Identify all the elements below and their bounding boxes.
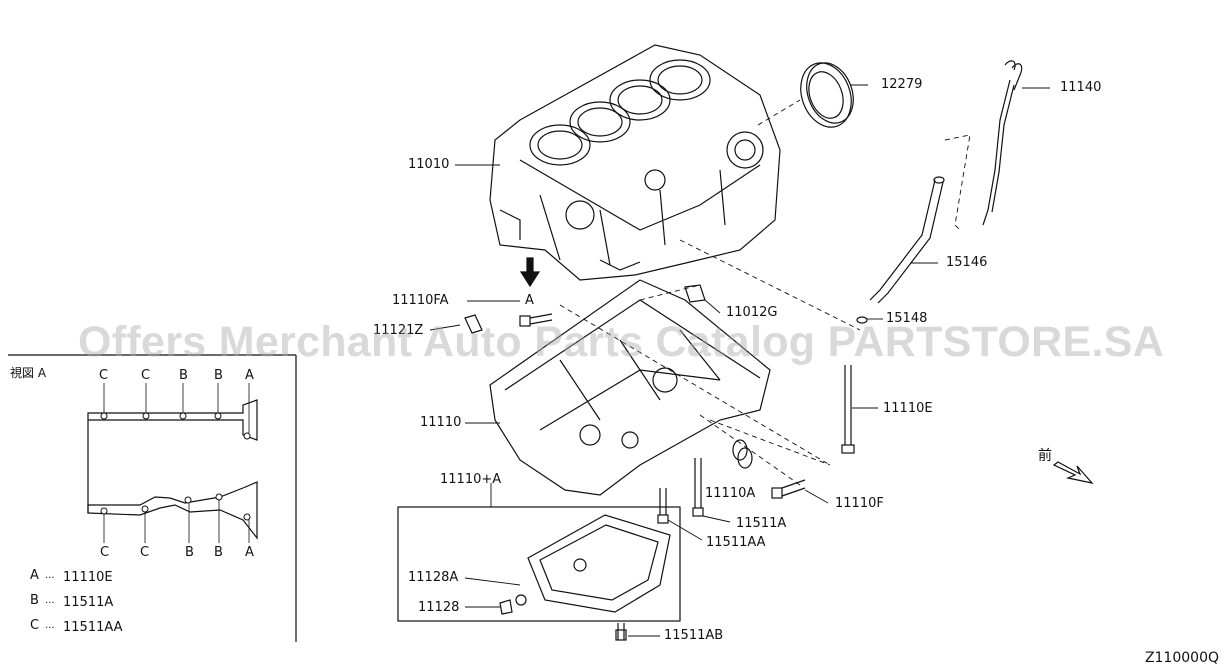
plug-11110a-drawing [732, 439, 753, 469]
oil-seal-drawing [800, 62, 854, 128]
label-15146: 15146 [946, 255, 988, 270]
label-11110E: 11110E [883, 401, 933, 416]
view-letter-bottom: B [185, 545, 194, 560]
label-11012G: 11012G [726, 305, 778, 320]
strainer-seal-drawing [464, 314, 483, 334]
oil-pan-upper-drawing [489, 279, 771, 496]
view-letter-top: B [214, 368, 223, 383]
stud-11511a-drawing [692, 458, 704, 517]
view-letter-bottom: B [214, 545, 223, 560]
view-a-outline [87, 399, 258, 540]
bolt-11110e-drawing [841, 365, 855, 454]
label-11511AA: 11511AA [706, 535, 766, 550]
dipstick-drawing [982, 60, 1023, 226]
label-11511A: 11511A [736, 516, 787, 531]
drain-washer-drawing [515, 594, 527, 606]
label-11110F: 11110F [835, 496, 884, 511]
bolt-11110f-drawing [771, 479, 806, 499]
legend-letter: A [30, 568, 39, 583]
view-letter-top: C [141, 368, 151, 383]
front-mark: 前 [1038, 448, 1052, 464]
view-letter-bottom: C [100, 545, 110, 560]
stud-11511aa-drawing [657, 488, 669, 524]
view-letter-top: B [179, 368, 188, 383]
label-11128A: 11128A [408, 570, 459, 585]
label-12279: 12279 [881, 77, 923, 92]
view-letter-top: A [245, 368, 254, 383]
legend-code: 11511AA [63, 620, 123, 635]
legend-dots: ... [45, 595, 55, 606]
bolt-11110fa-drawing [519, 313, 553, 327]
bolt-11511ab-drawing [615, 623, 627, 641]
label-11121Z: 11121Z [373, 323, 424, 338]
label-11110A: 11110A [705, 486, 756, 501]
view-a-title: 視図 A [10, 366, 47, 380]
cylinder-block-drawing [489, 44, 781, 281]
label-arrow-a: A [525, 293, 534, 308]
label-11140: 11140 [1060, 80, 1102, 95]
legend-code: 11511A [63, 595, 114, 610]
diagram-code: Z110000Q [1144, 650, 1219, 666]
legend-letter: C [30, 618, 40, 633]
oil-pan-group-box [397, 506, 681, 622]
legend-dots: ... [45, 570, 55, 581]
o-ring-drawing [856, 316, 868, 324]
view-letter-bottom: A [245, 545, 254, 560]
oil-pan-lower-drawing [527, 514, 671, 613]
label-15148: 15148 [886, 311, 928, 326]
label-11110plusA: 11110+A [440, 472, 502, 487]
drain-plug-drawing [499, 599, 513, 615]
front-arrow-icon [1052, 461, 1094, 484]
view-letter-top: C [99, 368, 109, 383]
legend-code: 11110E [63, 570, 113, 585]
label-11010: 11010 [408, 157, 450, 172]
view-letter-bottom: C [140, 545, 150, 560]
legend-dots: ... [45, 620, 55, 631]
label-11110FA: 11110FA [392, 293, 449, 308]
label-11128: 11128 [418, 600, 460, 615]
view-arrow [519, 257, 541, 288]
legend-letter: B [30, 593, 39, 608]
label-11511AB: 11511AB [664, 628, 724, 643]
label-11110: 11110 [420, 415, 462, 430]
dipstick-tube-drawing [869, 176, 945, 304]
